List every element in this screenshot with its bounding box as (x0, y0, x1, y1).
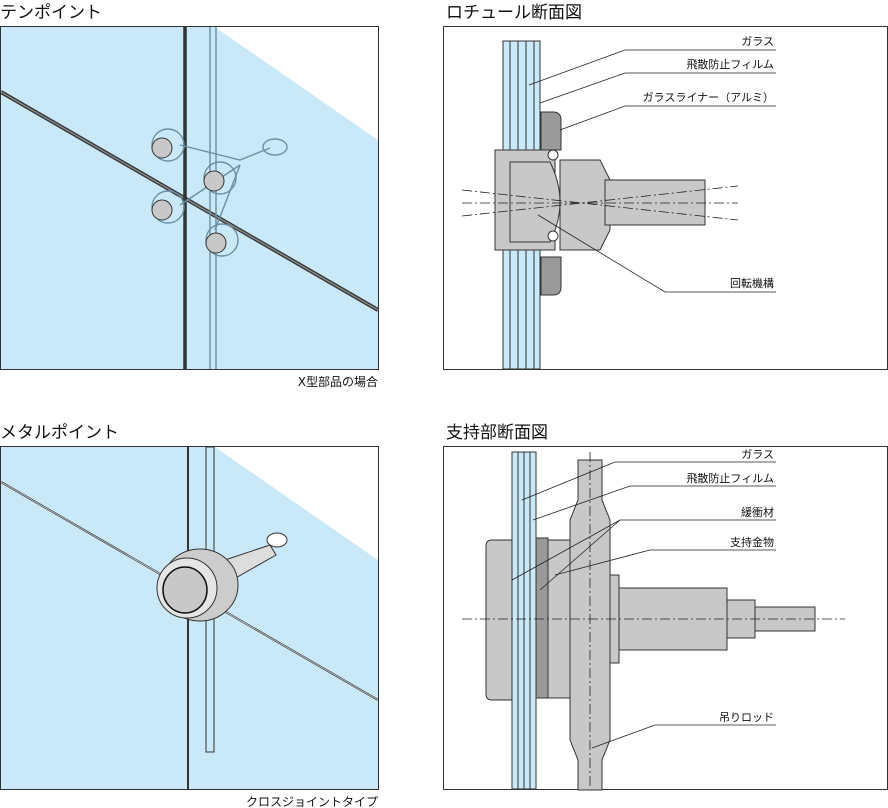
ten-point-caption: X型部品の場合 (298, 374, 378, 389)
ten-point-title: テンポイント (0, 3, 102, 23)
label-cushion-material: 緩衝材 (741, 505, 774, 519)
metal-point-caption: クロスジョイントタイプ (246, 795, 378, 808)
label-suspension-rod: 吊りロッド (719, 711, 774, 724)
label-glass: ガラス (741, 448, 774, 461)
support-section-title: 支持部断面図 (446, 423, 548, 443)
rotule-section-title: ロチュール断面図 (446, 3, 582, 23)
point-fitting (151, 190, 185, 224)
label-glass: ガラス (741, 35, 774, 48)
rotule-section-drawing (443, 26, 888, 370)
support-section-drawing (443, 446, 888, 791)
point-fitting (151, 128, 185, 162)
support-leaders (511, 461, 776, 749)
metal-point-illustration (0, 446, 379, 790)
rotule-leaders (528, 49, 776, 293)
label-rotation-mechanism: 回転機構 (730, 276, 774, 290)
point-fitting (205, 223, 239, 257)
label-glass-liner: ガラスライナー（アルミ） (643, 91, 774, 104)
point-fitting (203, 161, 237, 195)
label-anti-shatter-film: 飛散防止フィルム (686, 57, 774, 71)
label-anti-shatter-film: 飛散防止フィルム (686, 471, 774, 485)
label-support-hardware: 支持金物 (730, 535, 774, 549)
ten-point-illustration (0, 26, 380, 370)
metal-point-title: メタルポイント (0, 423, 119, 443)
